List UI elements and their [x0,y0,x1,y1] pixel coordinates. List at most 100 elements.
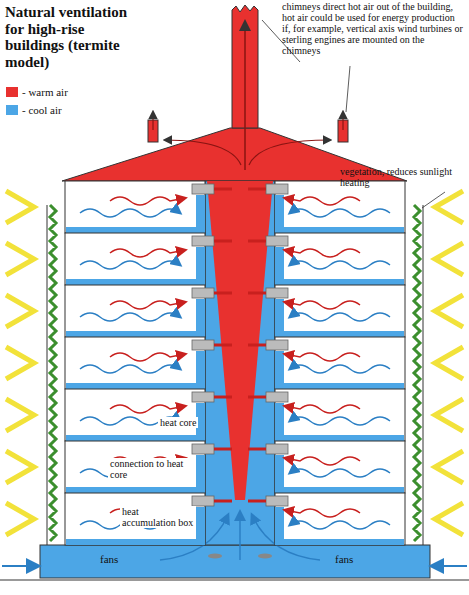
sunlight [6,295,34,327]
warm-arrow [285,301,360,309]
cool-duct [275,351,284,383]
cool-arrow [80,365,180,373]
sunlight [6,503,34,535]
warm-arrow [285,249,360,257]
sunlight [435,191,463,223]
legend-swatch [6,87,18,97]
heat-connection [248,448,266,451]
warm-arrow [285,353,360,361]
heat-box [266,444,288,454]
title: Natural ventilation for high-rise buildi… [5,4,145,70]
cool-duct [275,507,284,539]
cool-floor [66,227,205,233]
warm-arrow [110,249,185,257]
heat-box [192,392,214,402]
annotation: connection to heat core [108,458,194,480]
sunlight [435,451,463,483]
legend-text: - cool air [22,104,62,116]
sunlight [6,243,34,275]
heat-box [266,288,288,298]
trellis [423,205,424,545]
heat-box [192,496,214,506]
cool-floor [275,279,404,285]
heat-connection [214,448,232,451]
sunlight [435,503,463,535]
heat-box [192,184,214,194]
room [275,337,405,389]
cool-duct [275,299,284,331]
heat-connection [214,396,232,399]
heat-connection [214,240,232,243]
heat-connection [248,188,266,191]
heat-box [266,392,288,402]
cool-duct [275,455,284,487]
sunlight [6,451,34,483]
cool-arrow [290,469,390,477]
cool-floor [66,383,205,389]
heat-connection [214,344,232,347]
cool-arrow [80,209,180,217]
room [65,233,205,285]
heat-box [192,236,214,246]
cool-duct [196,455,205,487]
cool-arrow [290,417,390,425]
warm-arrow [110,405,185,413]
sunlight [6,191,34,223]
heat-connection [214,292,232,295]
legend-text: - warm air [22,86,68,98]
cool-floor [275,487,404,493]
room [65,441,205,493]
room [65,181,205,233]
cool-arrow [290,209,390,217]
heat-connection [248,240,266,243]
cool-floor [66,435,205,441]
warm-arrow [110,301,185,309]
trellis [47,205,48,545]
heat-box [266,236,288,246]
heat-connection [248,292,266,295]
cool-arrow [290,261,390,269]
warm-arrow [110,353,185,361]
sunlight [6,399,34,431]
heat-connection [248,396,266,399]
warm-arrow [285,405,360,413]
annotation: heat accumulation box [120,506,196,528]
cool-duct [196,351,205,383]
cool-arrow [290,521,390,529]
room [275,493,405,545]
annotation: vegetation, reduces sunlight heating [340,166,464,188]
annotation: fans [335,553,353,565]
vegetation [50,205,56,541]
cool-duct [275,403,284,435]
cool-duct [196,507,205,539]
cool-duct [196,247,205,279]
vegetation [414,205,420,541]
cool-arrow [80,313,180,321]
heat-connection [214,188,232,191]
sunlight [435,347,463,379]
heat-connection [214,500,232,503]
room [275,389,405,441]
cool-floor [275,435,404,441]
heat-box [266,340,288,350]
sunlight [6,347,34,379]
cool-arrow [80,261,180,269]
cool-floor [66,539,205,545]
heat-box [192,340,214,350]
annotation: fans [100,553,118,565]
warm-arrow [285,457,360,465]
cool-floor [275,383,404,389]
room [65,285,205,337]
sunlight [435,399,463,431]
heat-box [192,444,214,454]
room [65,389,205,441]
sunlight [435,295,463,327]
heat-box [266,184,288,194]
cool-duct [196,299,205,331]
cool-floor [66,331,205,337]
cool-duct [196,195,205,227]
legend-swatch [6,105,18,115]
cool-duct [275,195,284,227]
